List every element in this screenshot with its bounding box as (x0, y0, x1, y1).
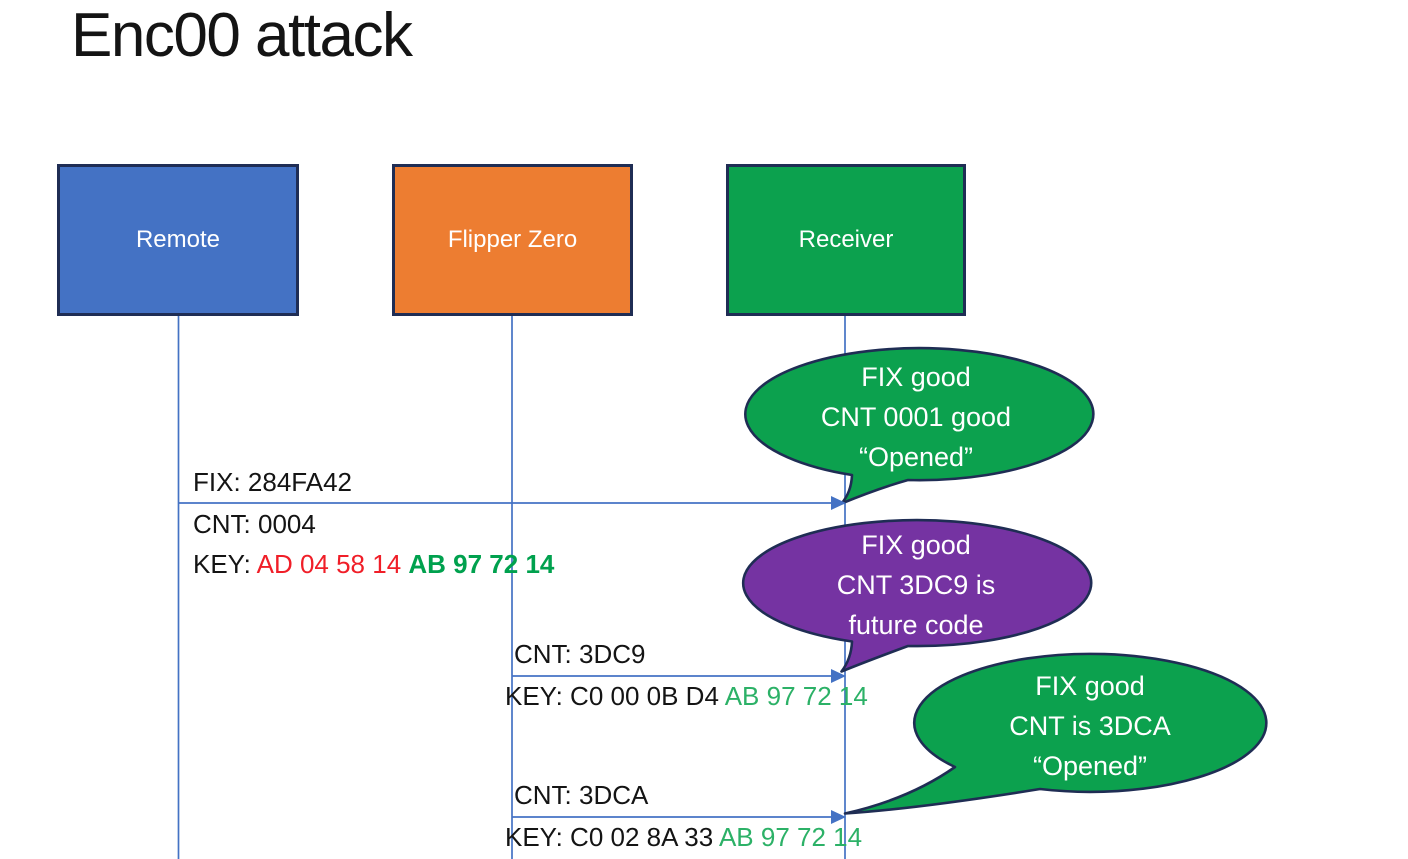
actor-box-flipper-zero: Flipper Zero (392, 164, 633, 316)
callout-balloon-future-code (741, 518, 1093, 673)
actor-box-receiver: Receiver (726, 164, 966, 316)
arrowhead-remote-to-receiver (831, 496, 846, 510)
message3-cnt-label: CNT: 3DCA (514, 780, 649, 810)
message3-key-fixed-bytes: AB 97 72 14 (718, 822, 863, 852)
callout2-line1: FIX good (861, 530, 971, 560)
message2-key-label: KEY: C0 00 0B D4 AB 97 72 14 (505, 681, 868, 711)
callout1-line3: “Opened” (858, 442, 974, 472)
callout3-line1: FIX good (1035, 671, 1145, 701)
callout2-line3: future code (848, 610, 984, 640)
message2-key-rolling-bytes: C0 00 0B D4 (570, 681, 725, 711)
message3-key-prefix: KEY: (505, 822, 571, 852)
callout1-text: FIX good CNT 0001 good “Opened” (756, 357, 1076, 477)
callout3-text: FIX good CNT is 3DCA “Opened” (930, 666, 1250, 786)
callout3-line2: CNT is 3DCA (1009, 711, 1171, 741)
message1-key-fixed-bytes: AB 97 72 14 (408, 549, 555, 579)
message2-cnt-label: CNT: 3DC9 (514, 639, 646, 669)
callout3-line3: “Opened” (1032, 751, 1148, 781)
message3-key-rolling-bytes: C0 02 8A 33 (570, 822, 719, 852)
message1-key-label: KEY: AD 04 58 14 AB 97 72 14 (193, 549, 554, 579)
arrowhead-flipper-to-receiver-2 (831, 810, 846, 824)
message2-key-prefix: KEY: (505, 681, 571, 711)
message1-fix-label: FIX: 284FA42 (193, 467, 352, 497)
callout1-line1: FIX good (861, 362, 971, 392)
callout-balloon-opened-2 (843, 652, 1268, 815)
actor-box-remote: Remote (57, 164, 299, 316)
actor-label-receiver: Receiver (798, 226, 894, 253)
message2-key-fixed-bytes: AB 97 72 14 (724, 681, 868, 711)
message1-key-prefix: KEY: (193, 549, 257, 579)
actor-label-remote: Remote (135, 226, 221, 253)
actor-label-flipper-zero: Flipper Zero (447, 226, 578, 253)
message1-cnt-label: CNT: 0004 (193, 509, 316, 539)
callout2-line2: CNT 3DC9 is (836, 570, 996, 600)
callout2-text: FIX good CNT 3DC9 is future code (756, 525, 1076, 645)
callout1-line2: CNT 0001 good (820, 402, 1012, 432)
callout-balloon-opened-1 (744, 346, 1095, 505)
message3-key-label: KEY: C0 02 8A 33 AB 97 72 14 (505, 822, 862, 852)
arrowhead-flipper-to-receiver-1 (831, 669, 846, 683)
message1-key-rolling-bytes: AD 04 58 14 (256, 549, 409, 579)
slide-title: Enc00 attack (71, 1, 413, 70)
